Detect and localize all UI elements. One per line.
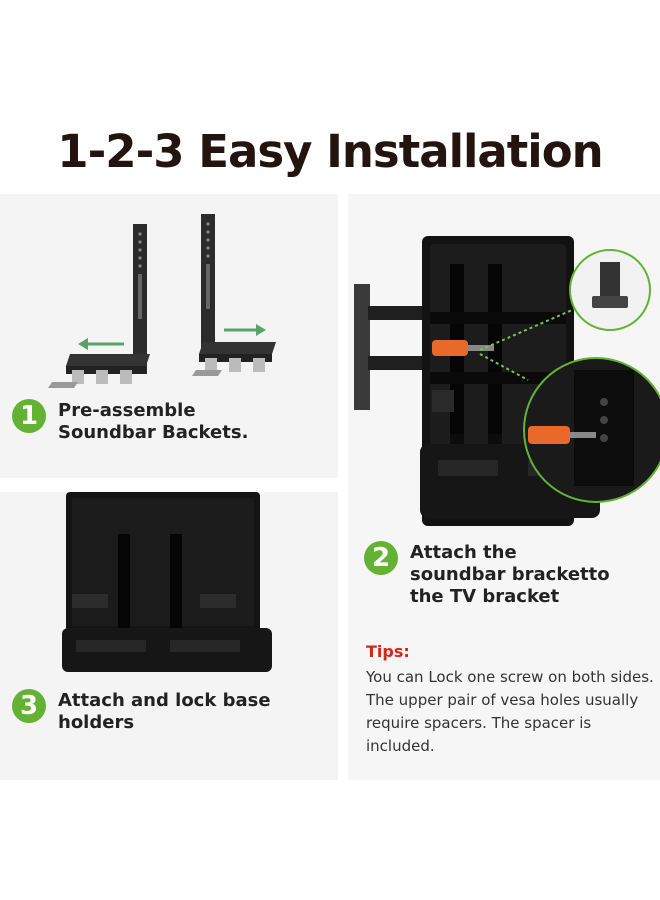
detail-zoom-icon — [523, 357, 660, 503]
step-3-badge: 3 — [12, 689, 46, 723]
step-2-text: Attach the soundbar bracketto the TV bra… — [410, 542, 610, 607]
wall-plate-icon — [354, 284, 370, 410]
tv-soundbar-illustration — [62, 492, 272, 672]
screwdriver-icon — [432, 340, 494, 356]
tips-label: Tips: — [366, 642, 410, 661]
bracket-pair-illustration — [48, 214, 276, 388]
tv-mount-illustration — [354, 236, 660, 526]
step-2-panel — [348, 194, 660, 780]
step-1-badge: 1 — [12, 399, 46, 433]
left-bracket-icon — [48, 224, 150, 388]
right-bracket-icon — [192, 214, 276, 376]
step-3-panel: 3 Attach and lock base holders — [0, 492, 338, 780]
soundbar-icon — [62, 628, 272, 672]
screw-zoom-icon — [569, 249, 651, 331]
step-1-panel: 1 Pre-assemble Soundbar Backets. — [0, 194, 338, 478]
page-title: 1-2-3 Easy Installation — [57, 125, 603, 178]
tips-body: You can Lock one screw on both sides. Th… — [366, 668, 654, 755]
tv-back-icon — [66, 492, 260, 632]
step-1-text: Pre-assemble Soundbar Backets. — [58, 400, 249, 443]
step-3-text: Attach and lock base holders — [58, 690, 271, 733]
step-2-badge: 2 — [364, 541, 398, 575]
